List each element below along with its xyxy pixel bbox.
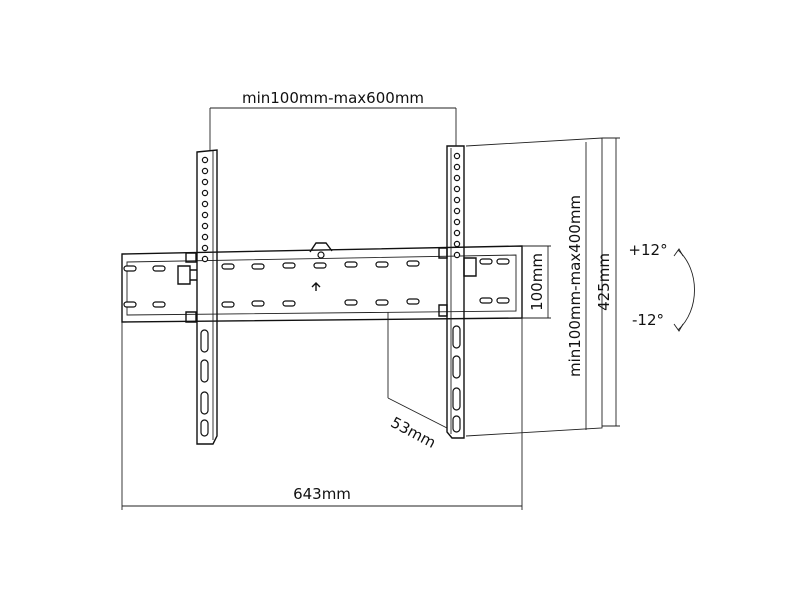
dimension-lines [121, 107, 695, 510]
left-knob-icon [177, 265, 197, 285]
wall-depth-label: 53mm [388, 413, 439, 452]
vesa-width-label: min100mm-max600mm [242, 89, 424, 107]
left-arm-holes [200, 156, 209, 437]
right-arm-holes [452, 152, 461, 433]
wall-plate-slots [123, 258, 510, 308]
rail-height-label: 100mm [528, 253, 546, 311]
right-knob-icon [463, 257, 477, 277]
left-vertical-arm [177, 149, 218, 445]
tilt-up-label: +12° [628, 241, 667, 259]
up-arrow-icon [311, 282, 321, 291]
wall-plate [121, 242, 523, 323]
tilt-arc-icon [677, 249, 695, 331]
overall-height-label: 425mm [595, 253, 613, 311]
vesa-height-label: min100mm-max400mm [566, 195, 584, 377]
right-vertical-arm [438, 145, 477, 439]
overall-width-label: 643mm [293, 485, 351, 503]
level-hook [309, 242, 333, 253]
tilt-down-label: -12° [632, 311, 664, 329]
